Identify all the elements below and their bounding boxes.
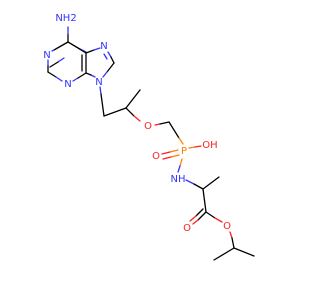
atom-n7: N (100, 41, 107, 52)
structure-svg: NH2 N N N N O OH O P NH O O (43, 13, 255, 261)
bond-n7-c8-a (107, 51, 112, 58)
atom-n3: N (64, 79, 71, 90)
bond-c-oester-b (214, 217, 223, 223)
bond-n1-c2-a (57, 57, 65, 63)
bond-ipr-me2 (233, 247, 255, 257)
bond-ch2-ch (103, 107, 127, 117)
bond-nh-ch-b (193, 183, 204, 190)
bond-n3-c4-a (72, 77, 79, 82)
bond-ch2-p-b (178, 137, 184, 145)
bond-co-double-b (189, 215, 197, 222)
bond-co-b (192, 219, 199, 225)
amine-label: NH2 (55, 13, 76, 24)
bond-c2-n3-a (47, 71, 57, 78)
bond-c8-n9-a (106, 62, 115, 73)
bond-n9-ch2-a (99, 86, 102, 95)
bond-c8-n9-b (102, 71, 108, 78)
atom-ether-o: O (144, 121, 152, 132)
atom-labels: NH2 N N N N O OH O P NH O O (43, 13, 231, 234)
bond-p-o-a (169, 149, 179, 153)
bond-ipr-me1 (213, 247, 235, 261)
atom-amide-n: NH (171, 174, 186, 185)
bond-c2-n3-b (55, 76, 63, 82)
imidazole-ring (85, 47, 115, 78)
atom-phosphoryl-o: O (152, 151, 160, 162)
bond-n9-ch2-b (100, 93, 105, 117)
bond-p-oh-b (194, 145, 202, 148)
bond-ch-o-b (133, 115, 141, 122)
bond-co-a (197, 211, 207, 221)
bond-p-o-double-a (170, 154, 180, 158)
bond-n9-c4-b (85, 72, 92, 76)
bond-o-ipr-b (231, 237, 235, 249)
bond-ch2-p-a (168, 121, 180, 139)
bond-alpha-carbonyl (202, 188, 207, 213)
bond-o-ch2-b (159, 121, 170, 125)
bond-n1-c2-b (49, 61, 59, 68)
bond-co-double-a (195, 208, 204, 217)
bond-ch-ch3 (125, 89, 141, 109)
side-chain (99, 86, 255, 261)
bond-n7-c8-double (103, 53, 108, 60)
bond-p-oh-a (188, 146, 196, 149)
bond-n3-c4-b (77, 72, 87, 79)
purine-ring (47, 26, 87, 82)
molecule-diagram: NH2 N N N N O OH O P NH O O (43, 13, 255, 261)
atom-carbonyl-o: O (183, 223, 191, 234)
bond-c6-c5 (67, 41, 87, 54)
bond-c5-n7-a (85, 49, 95, 54)
bond-n1l (51, 49, 55, 52)
atom-hydroxyl: OH (202, 140, 217, 151)
bond-p-o-double-b (162, 156, 172, 160)
bond-n9-c4-a (90, 74, 96, 78)
atom-ester-o: O (223, 221, 231, 232)
bond-c6-n1l (53, 41, 69, 51)
bond-c5-n7-b (93, 47, 101, 51)
atom-phosphorus: P (181, 146, 187, 157)
atom-n9: N (95, 77, 102, 88)
bond-nh-ch-a (185, 179, 195, 185)
bond-p-o-b (161, 151, 171, 155)
bond-n7-c8-b (110, 56, 115, 64)
bond-p-nh-b (177, 165, 181, 173)
bond-o-ipr-a (229, 231, 233, 239)
bond-p-nh-a (179, 158, 183, 167)
bond-alpha-ch3 (202, 176, 220, 190)
bond-o-ch2-a (154, 123, 161, 126)
bond-c-oester-a (205, 211, 216, 219)
atom-n1: N (43, 50, 50, 61)
bond-ch-o-a (125, 107, 135, 117)
